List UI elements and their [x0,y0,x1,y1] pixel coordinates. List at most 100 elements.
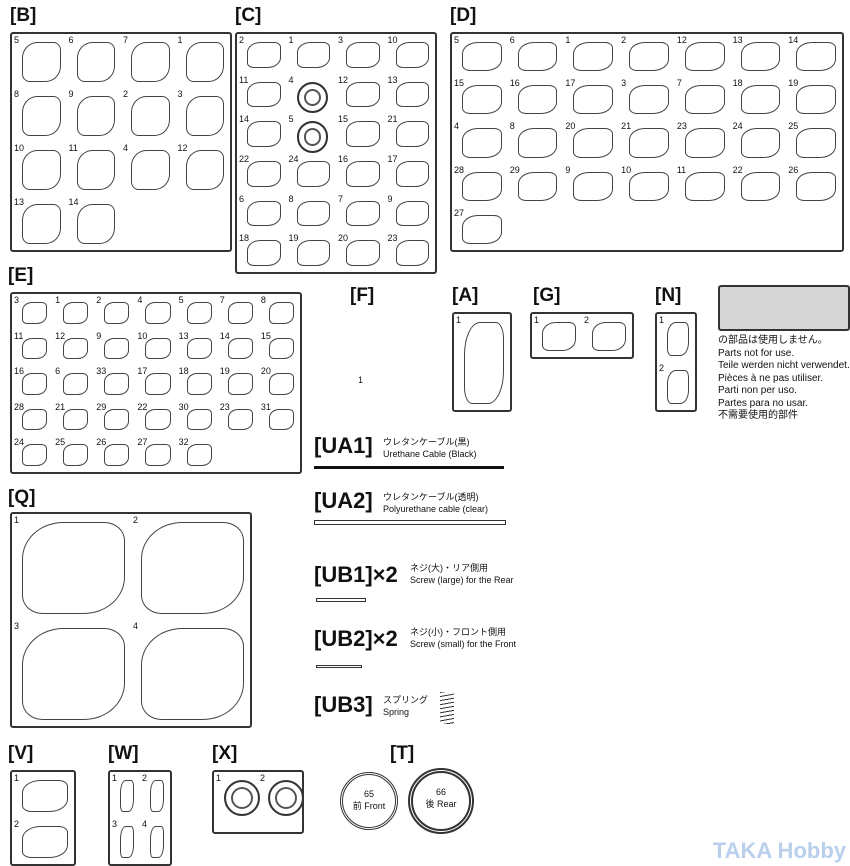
kit-part [22,150,61,190]
kit-part [247,81,281,108]
wheel-part [224,780,260,816]
sprue-label-N: [N] [655,285,682,306]
ua1-label: [UA1] [314,433,373,458]
black-cable [314,466,504,469]
note-de: Teile werden nicht verwendet. [718,360,850,371]
part-number: 13 [14,197,25,207]
part-number: 9 [387,193,393,204]
kit-part [63,444,89,466]
kit-part [227,302,253,324]
sprue-label-X: [X] [212,743,238,764]
ua2-label: [UA2] [314,488,373,513]
part-number: 3 [14,295,20,305]
part-number: 10 [137,330,148,341]
part-number: 8 [14,89,20,99]
clear-cable [314,520,506,525]
kit-part [120,826,134,858]
part-number: 8 [509,121,515,132]
part-number: 28 [454,164,465,175]
kit-part [186,337,212,360]
kit-part [185,42,224,82]
kit-part [395,42,429,68]
watermark: TAKA Hobby [712,838,846,863]
kit-part [186,444,212,466]
part-number: 25 [55,437,66,448]
part-number: 7 [219,295,225,305]
kit-part [684,42,725,72]
sprue-label-D: [D] [450,5,477,26]
kit-part [346,200,380,227]
kit-part [186,373,212,395]
part-number: 9 [565,164,571,175]
part-number: 14 [788,35,799,45]
ub2-label: [UB2]×2 [314,626,398,651]
kit-part [145,302,171,324]
part-number: 9 [96,330,102,341]
kit-part [145,337,171,360]
part-number: 21 [621,121,632,132]
part-number: 20 [338,233,349,244]
kit-part [296,161,330,187]
part-number: 21 [55,401,66,412]
part-number: 18 [732,78,743,89]
part-number: 7 [338,193,344,204]
kit-part [268,302,294,324]
kit-part [227,408,253,431]
part-number: 12 [55,330,66,341]
kit-part [346,121,380,147]
part-number: 11 [676,164,687,175]
part-number: 11 [239,74,249,85]
kit-part [667,322,689,356]
large-screw [316,598,366,602]
not-for-use-note: の部品は使用しません。 Parts not for use. Teile wer… [718,335,850,423]
part-number: 2 [621,35,627,45]
part-number: 14 [219,330,230,341]
part-number: 25 [788,121,799,132]
part-number: 2 [659,363,665,373]
part-number: 2 [133,515,139,525]
part-number: 9 [68,89,74,99]
kit-part [186,302,212,324]
part-number: 16 [14,366,25,377]
kit-part [120,780,134,812]
sprue-frame-E [10,292,302,474]
part-number: 4 [133,621,139,631]
kit-part [395,121,429,147]
kit-part [63,408,89,431]
ua1-desc: ウレタンケーブル(黒)Urethane Cable (Black) [383,437,477,459]
part-number: 2 [142,773,148,783]
kit-part [796,42,836,72]
kit-part [517,128,558,158]
part-number: 20 [260,366,271,377]
kit-part [629,85,669,115]
part-number: 1 [534,315,540,325]
part-number: 22 [732,164,743,175]
kit-part [296,42,330,68]
sprue-label-V: [V] [8,743,34,764]
kit-part [150,826,164,858]
part-number: 27 [137,437,148,448]
part-number: 20 [565,121,576,132]
part-number: 4 [137,295,143,305]
sprue-label-T: [T] [390,743,415,764]
kit-part [796,171,836,201]
note-fr: Pièces à ne pas utiliser. [718,372,824,384]
wheel-part [296,81,329,114]
sprue-label-Q: [Q] [8,487,36,508]
part-number: 2 [14,819,20,829]
part-number: 8 [260,295,266,305]
note-zh: 不需要使用的部件 [718,410,798,421]
kit-part [592,322,626,351]
part-number: 13 [387,74,398,85]
part-number: 12 [338,74,349,85]
kit-part [346,161,380,187]
part-number: 1 [216,773,222,783]
kit-part [268,373,294,395]
kit-part [22,444,48,466]
part-number: 4 [123,143,129,153]
part-number: 17 [565,78,576,89]
kit-part [395,81,429,108]
